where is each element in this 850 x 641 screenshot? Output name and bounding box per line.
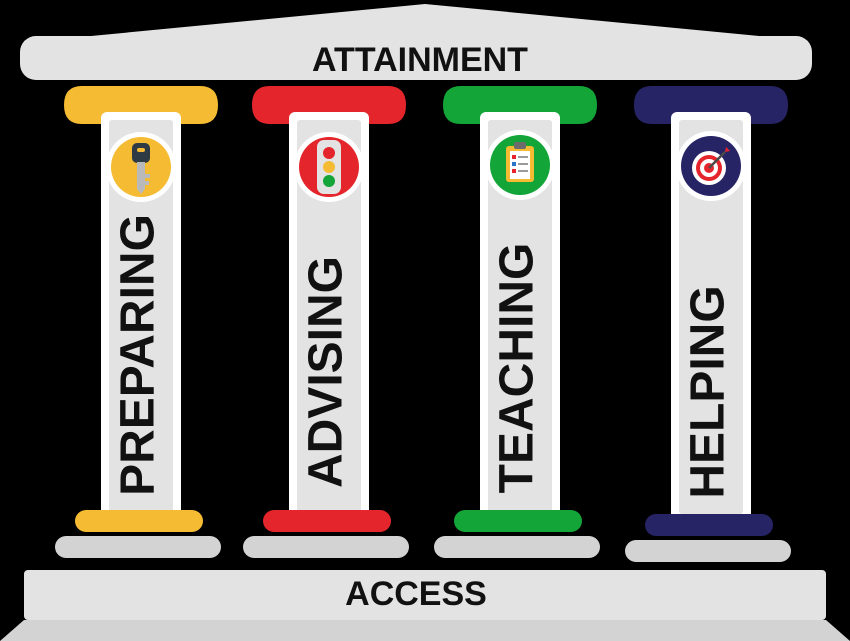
base-label: ACCESS: [345, 575, 487, 613]
pillar-preparing: PREPARING: [55, 86, 221, 558]
roof-pediment: [70, 4, 780, 38]
pillar-teaching: TEACHING: [434, 86, 600, 558]
pillar-plinth: [454, 510, 582, 532]
key-icon: [132, 143, 150, 194]
target-icon: [692, 147, 730, 185]
pillar-plinth: [75, 510, 203, 532]
base-step: [0, 620, 850, 641]
pillar-plinth: [645, 514, 773, 536]
pillar-footing: [243, 536, 409, 558]
traffic-light-icon: [317, 140, 341, 194]
pillar-shaft: [297, 120, 361, 514]
pillar-shaft: [679, 120, 743, 514]
pillar-shaft: [488, 120, 552, 514]
pillar-shaft: [109, 120, 173, 514]
pillar-advising: ADVISING: [243, 86, 409, 558]
roof-label: ATTAINMENT: [312, 41, 528, 79]
base: ACCESS: [0, 570, 850, 641]
clipboard-checklist-icon: [506, 142, 534, 182]
pillar-label: TEACHING: [491, 243, 544, 494]
roof: ATTAINMENT: [20, 4, 812, 80]
roof-beam: [20, 36, 812, 80]
pillar-label: ADVISING: [300, 256, 353, 488]
pillar-label: HELPING: [682, 285, 735, 498]
pillar-plinth: [263, 510, 391, 532]
pillar-label: PREPARING: [112, 214, 165, 496]
pillar-helping: HELPING: [625, 86, 791, 562]
pillar-footing: [625, 540, 791, 562]
pillar-footing: [55, 536, 221, 558]
pillar-footing: [434, 536, 600, 558]
base-slab: [24, 570, 826, 620]
